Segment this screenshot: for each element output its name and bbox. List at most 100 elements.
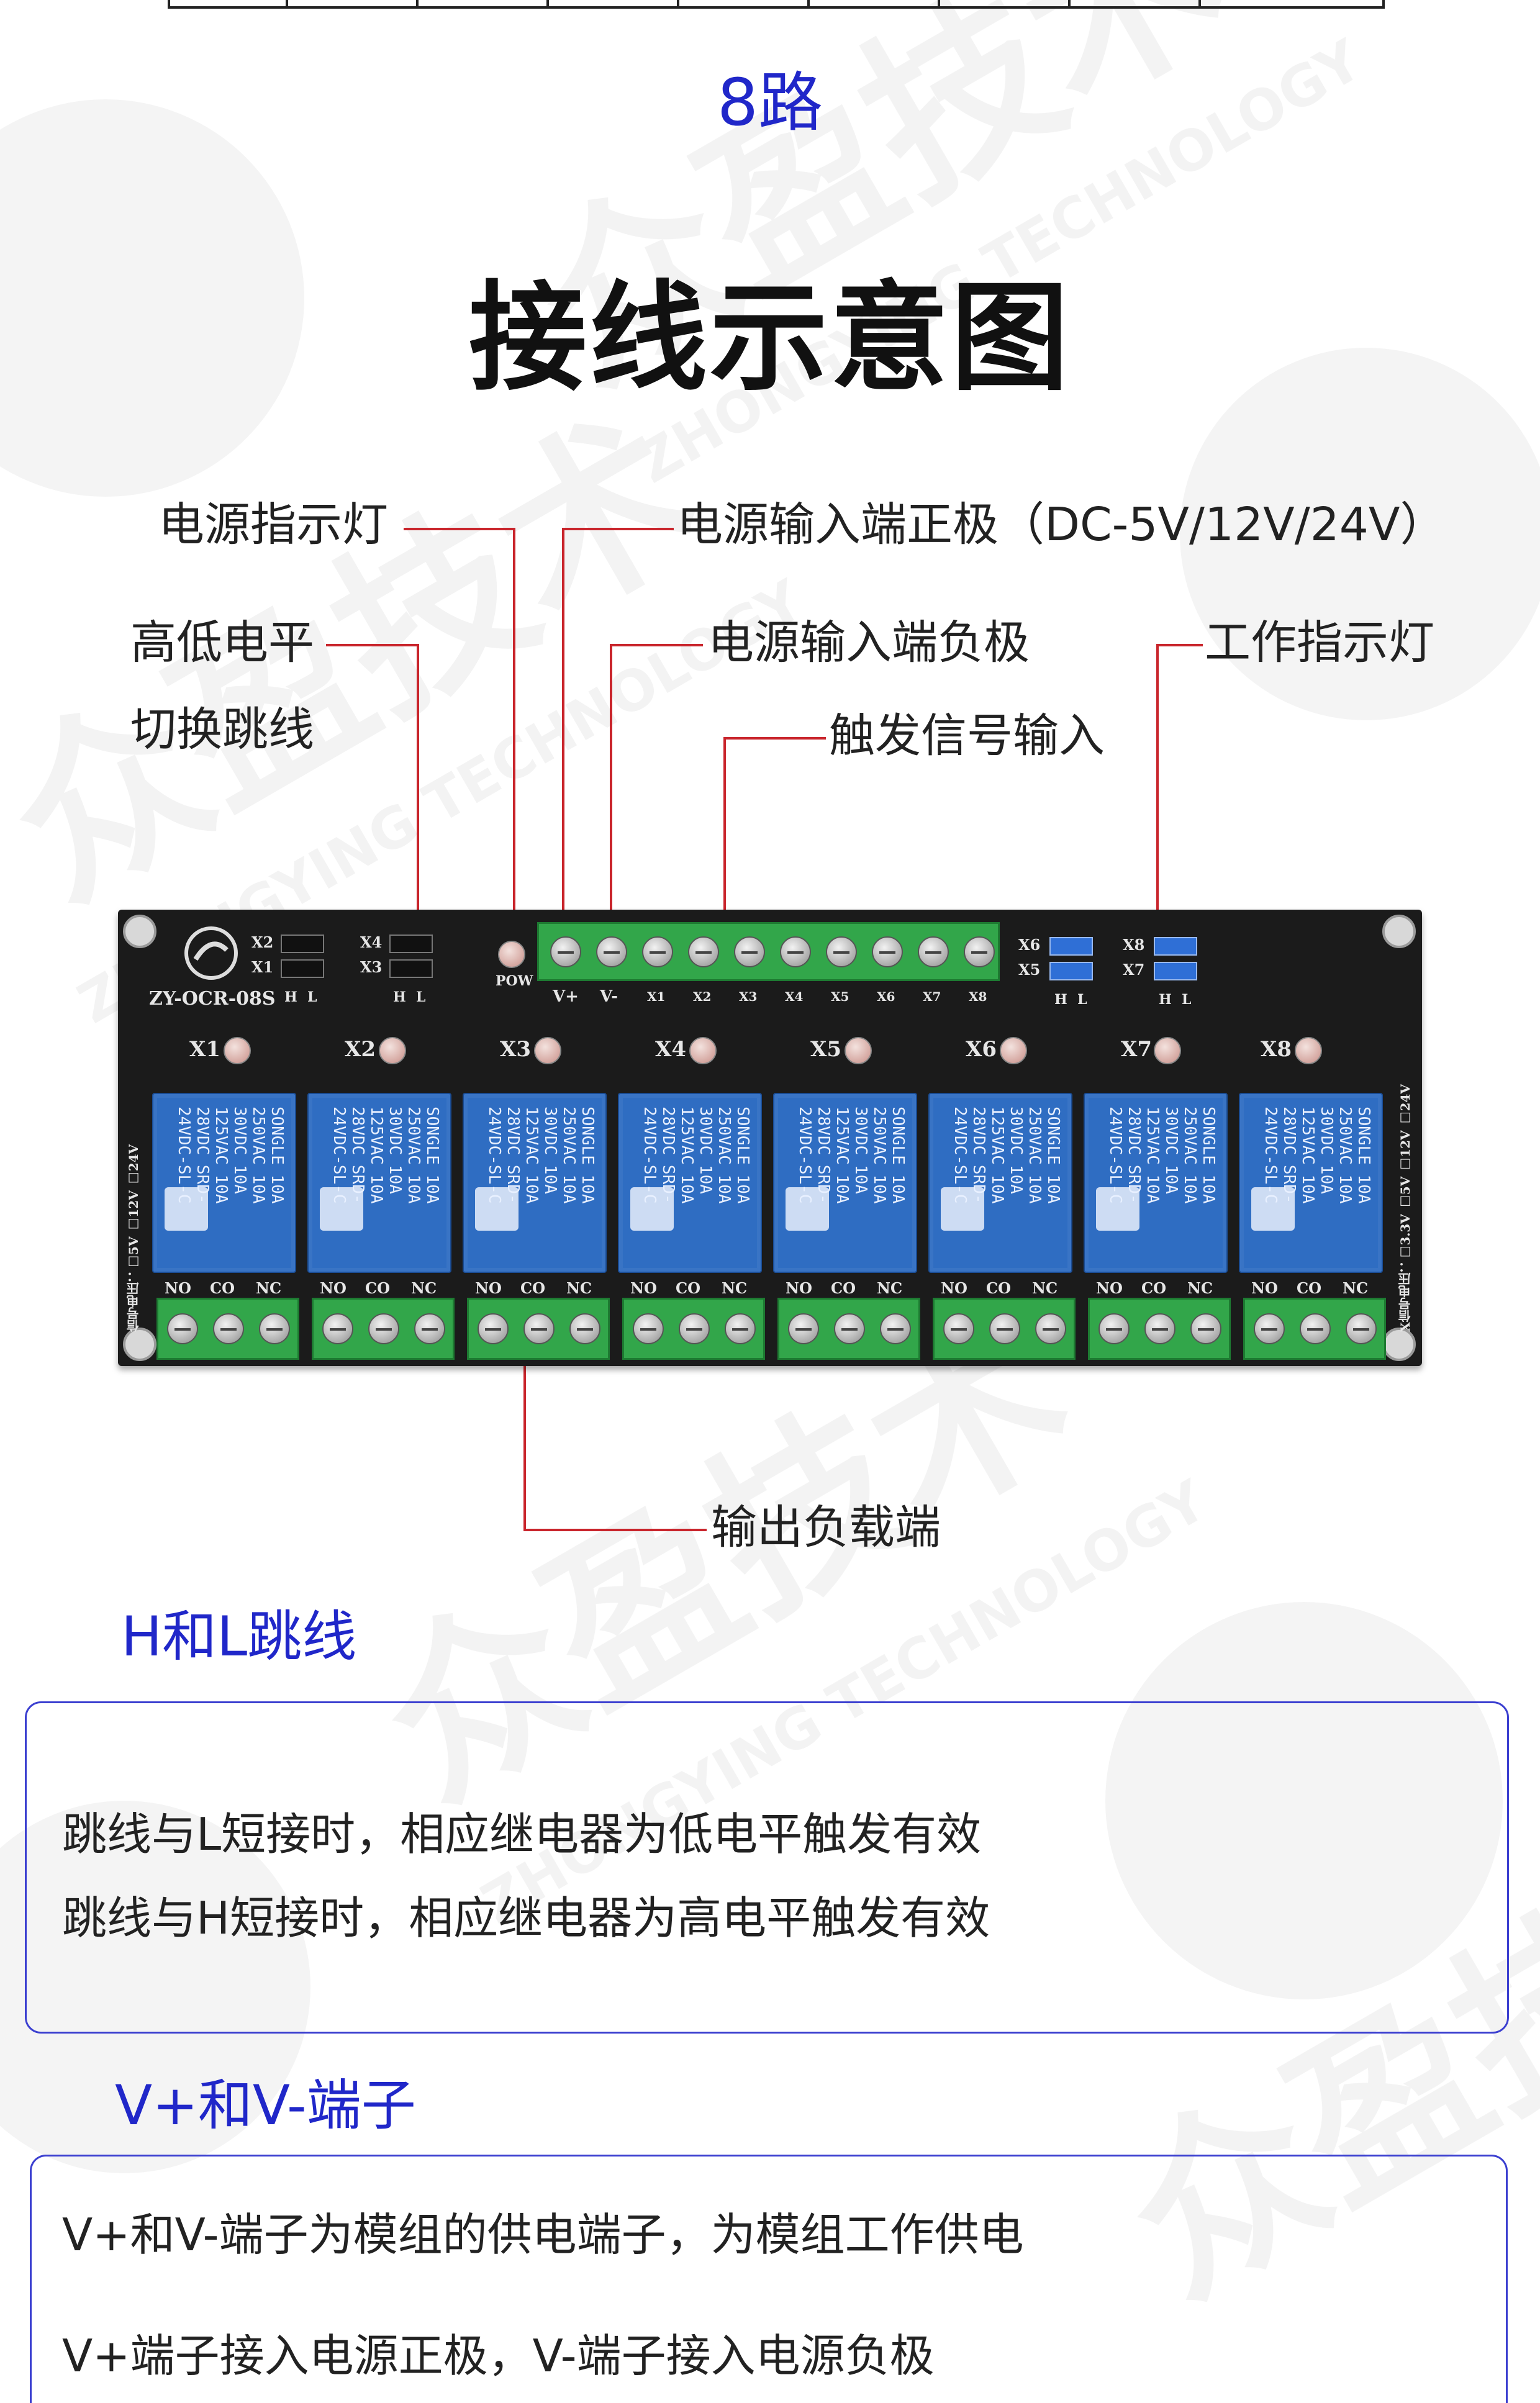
jumper-x1[interactable] <box>281 959 324 978</box>
terminal-screw[interactable] <box>167 1313 198 1344</box>
relay-board: ZY-OCR-08S X2 X1 X4 X3 H L H L POW V+ V-… <box>118 910 1422 1366</box>
terminal-screw[interactable] <box>1346 1313 1377 1344</box>
terminal-label: V+ <box>553 987 579 1006</box>
terminal-screw[interactable] <box>633 1313 664 1344</box>
terminal-screw[interactable] <box>1300 1313 1331 1344</box>
terminal-screw[interactable] <box>734 936 765 967</box>
jumper-label: X1 <box>251 958 274 976</box>
relay-spec-text: SONGLE 10A 250VAC 10A 30VDC 10A 125VAC 1… <box>951 1106 1062 1204</box>
terminal-label: X3 <box>739 989 758 1004</box>
input-terminal-block <box>537 922 1000 981</box>
terminal-screw[interactable] <box>1254 1313 1285 1344</box>
terminal-screw[interactable] <box>368 1313 399 1344</box>
leader-power-indicator <box>513 528 515 950</box>
terminal-screw[interactable] <box>943 1313 974 1344</box>
terminal-screw[interactable] <box>918 936 949 967</box>
output-terminal-block <box>1088 1298 1231 1360</box>
terminal-screw[interactable] <box>880 1313 911 1344</box>
jumper-h-label: H <box>393 989 406 1005</box>
terminal-screw[interactable] <box>688 936 719 967</box>
terminal-screw[interactable] <box>1144 1313 1175 1344</box>
terminal-screw[interactable] <box>1035 1313 1066 1344</box>
brand-logo <box>184 926 238 980</box>
leader-power-negative <box>610 644 612 948</box>
terminal-screw[interactable] <box>725 1313 756 1344</box>
channel-label: X8 <box>1261 1037 1292 1062</box>
leader-trigger-input <box>723 737 726 948</box>
contact-label: NO <box>941 1279 967 1297</box>
relay-brand-mark <box>786 1187 829 1231</box>
contact-label: NC <box>1032 1279 1058 1297</box>
terminal-screw[interactable] <box>259 1313 290 1344</box>
channel-label: X3 <box>500 1037 532 1062</box>
channel-led <box>845 1037 872 1064</box>
relay-spec-text: SONGLE 10A 250VAC 10A 30VDC 10A 125VAC 1… <box>174 1106 286 1204</box>
terminal-screw[interactable] <box>642 936 673 967</box>
info-line: 跳线与H短接时，相应继电器为高电平触发有效 <box>62 1892 990 1944</box>
power-led <box>498 941 525 968</box>
left-voltage-label: 信号电压：□5V □12V □24V <box>126 1144 141 1332</box>
terminal-screw[interactable] <box>523 1313 555 1344</box>
terminal-screw[interactable] <box>788 1313 819 1344</box>
terminal-screw[interactable] <box>826 936 857 967</box>
jumper-x6[interactable] <box>1049 937 1093 956</box>
jumper-x7[interactable] <box>1154 962 1197 980</box>
terminal-label: X1 <box>647 989 666 1004</box>
callout-work-indicator: 工作指示灯 <box>1205 616 1434 669</box>
callout-power-indicator: 电源指示灯 <box>158 498 388 551</box>
terminal-screw[interactable] <box>1098 1313 1130 1344</box>
jumper-x5[interactable] <box>1049 962 1093 980</box>
jumper-x4[interactable] <box>389 934 433 953</box>
terminal-screw[interactable] <box>1190 1313 1221 1344</box>
terminal-label: X4 <box>785 989 804 1004</box>
relay-spec-text: SONGLE 10A 250VAC 10A 30VDC 10A 125VAC 1… <box>1261 1106 1373 1204</box>
jumper-label: X7 <box>1123 961 1145 979</box>
leader-output-load <box>523 1529 707 1531</box>
terminal-screw[interactable] <box>322 1313 353 1344</box>
terminal-screw[interactable] <box>964 936 995 967</box>
channel-label: X5 <box>810 1037 842 1062</box>
jumper-x3[interactable] <box>389 959 433 978</box>
relay-spec-text: SONGLE 10A 250VAC 10A 30VDC 10A 125VAC 1… <box>640 1106 752 1204</box>
contact-label: NC <box>256 1279 282 1297</box>
relay-spec-text: SONGLE 10A 250VAC 10A 30VDC 10A 125VAC 1… <box>485 1106 597 1204</box>
contact-label: NO <box>165 1279 191 1297</box>
mount-hole <box>1382 1328 1416 1361</box>
contact-label: NC <box>877 1279 903 1297</box>
contact-label: CO <box>520 1279 546 1297</box>
terminal-screw[interactable] <box>872 936 903 967</box>
terminal-screw[interactable] <box>989 1313 1020 1344</box>
terminal-screw[interactable] <box>834 1313 865 1344</box>
terminal-screw[interactable] <box>679 1313 710 1344</box>
jumper-x8[interactable] <box>1154 937 1197 956</box>
leader-power-indicator <box>404 528 515 530</box>
relay-spec-text: SONGLE 10A 250VAC 10A 30VDC 10A 125VAC 1… <box>1106 1106 1218 1204</box>
jumper-l-label: L <box>1077 992 1087 1008</box>
terminal-screw[interactable] <box>596 936 627 967</box>
contact-label: NO <box>1096 1279 1123 1297</box>
channel-led <box>689 1037 717 1064</box>
callout-power-positive: 电源输入端正极（DC-5V/12V/24V） <box>677 498 1446 551</box>
mount-hole <box>123 915 156 948</box>
contact-label: NC <box>722 1279 748 1297</box>
terminal-screw[interactable] <box>780 936 811 967</box>
relay: SONGLE 10A 250VAC 10A 30VDC 10A 125VAC 1… <box>928 1093 1072 1273</box>
terminal-screw[interactable] <box>550 936 581 967</box>
terminal-label: X7 <box>923 989 941 1004</box>
contact-label: CO <box>210 1279 235 1297</box>
channel-led <box>534 1037 561 1064</box>
jumper-label: X8 <box>1123 936 1145 954</box>
terminal-screw[interactable] <box>569 1313 600 1344</box>
output-terminal-block <box>933 1298 1076 1360</box>
channel-label: X7 <box>1121 1037 1153 1062</box>
terminal-screw[interactable] <box>414 1313 445 1344</box>
terminal-screw[interactable] <box>478 1313 509 1344</box>
jumper-x2[interactable] <box>281 934 324 953</box>
contact-label: CO <box>676 1279 701 1297</box>
terminal-screw[interactable] <box>213 1313 244 1344</box>
mount-hole <box>1382 915 1416 948</box>
watermark-cn: 众盈技术 <box>0 378 730 938</box>
info-panel <box>30 2155 1508 2403</box>
info-line: V+端子接入电源正极，V-端子接入电源负极 <box>62 2330 935 2382</box>
terminal-label: X5 <box>831 989 849 1004</box>
